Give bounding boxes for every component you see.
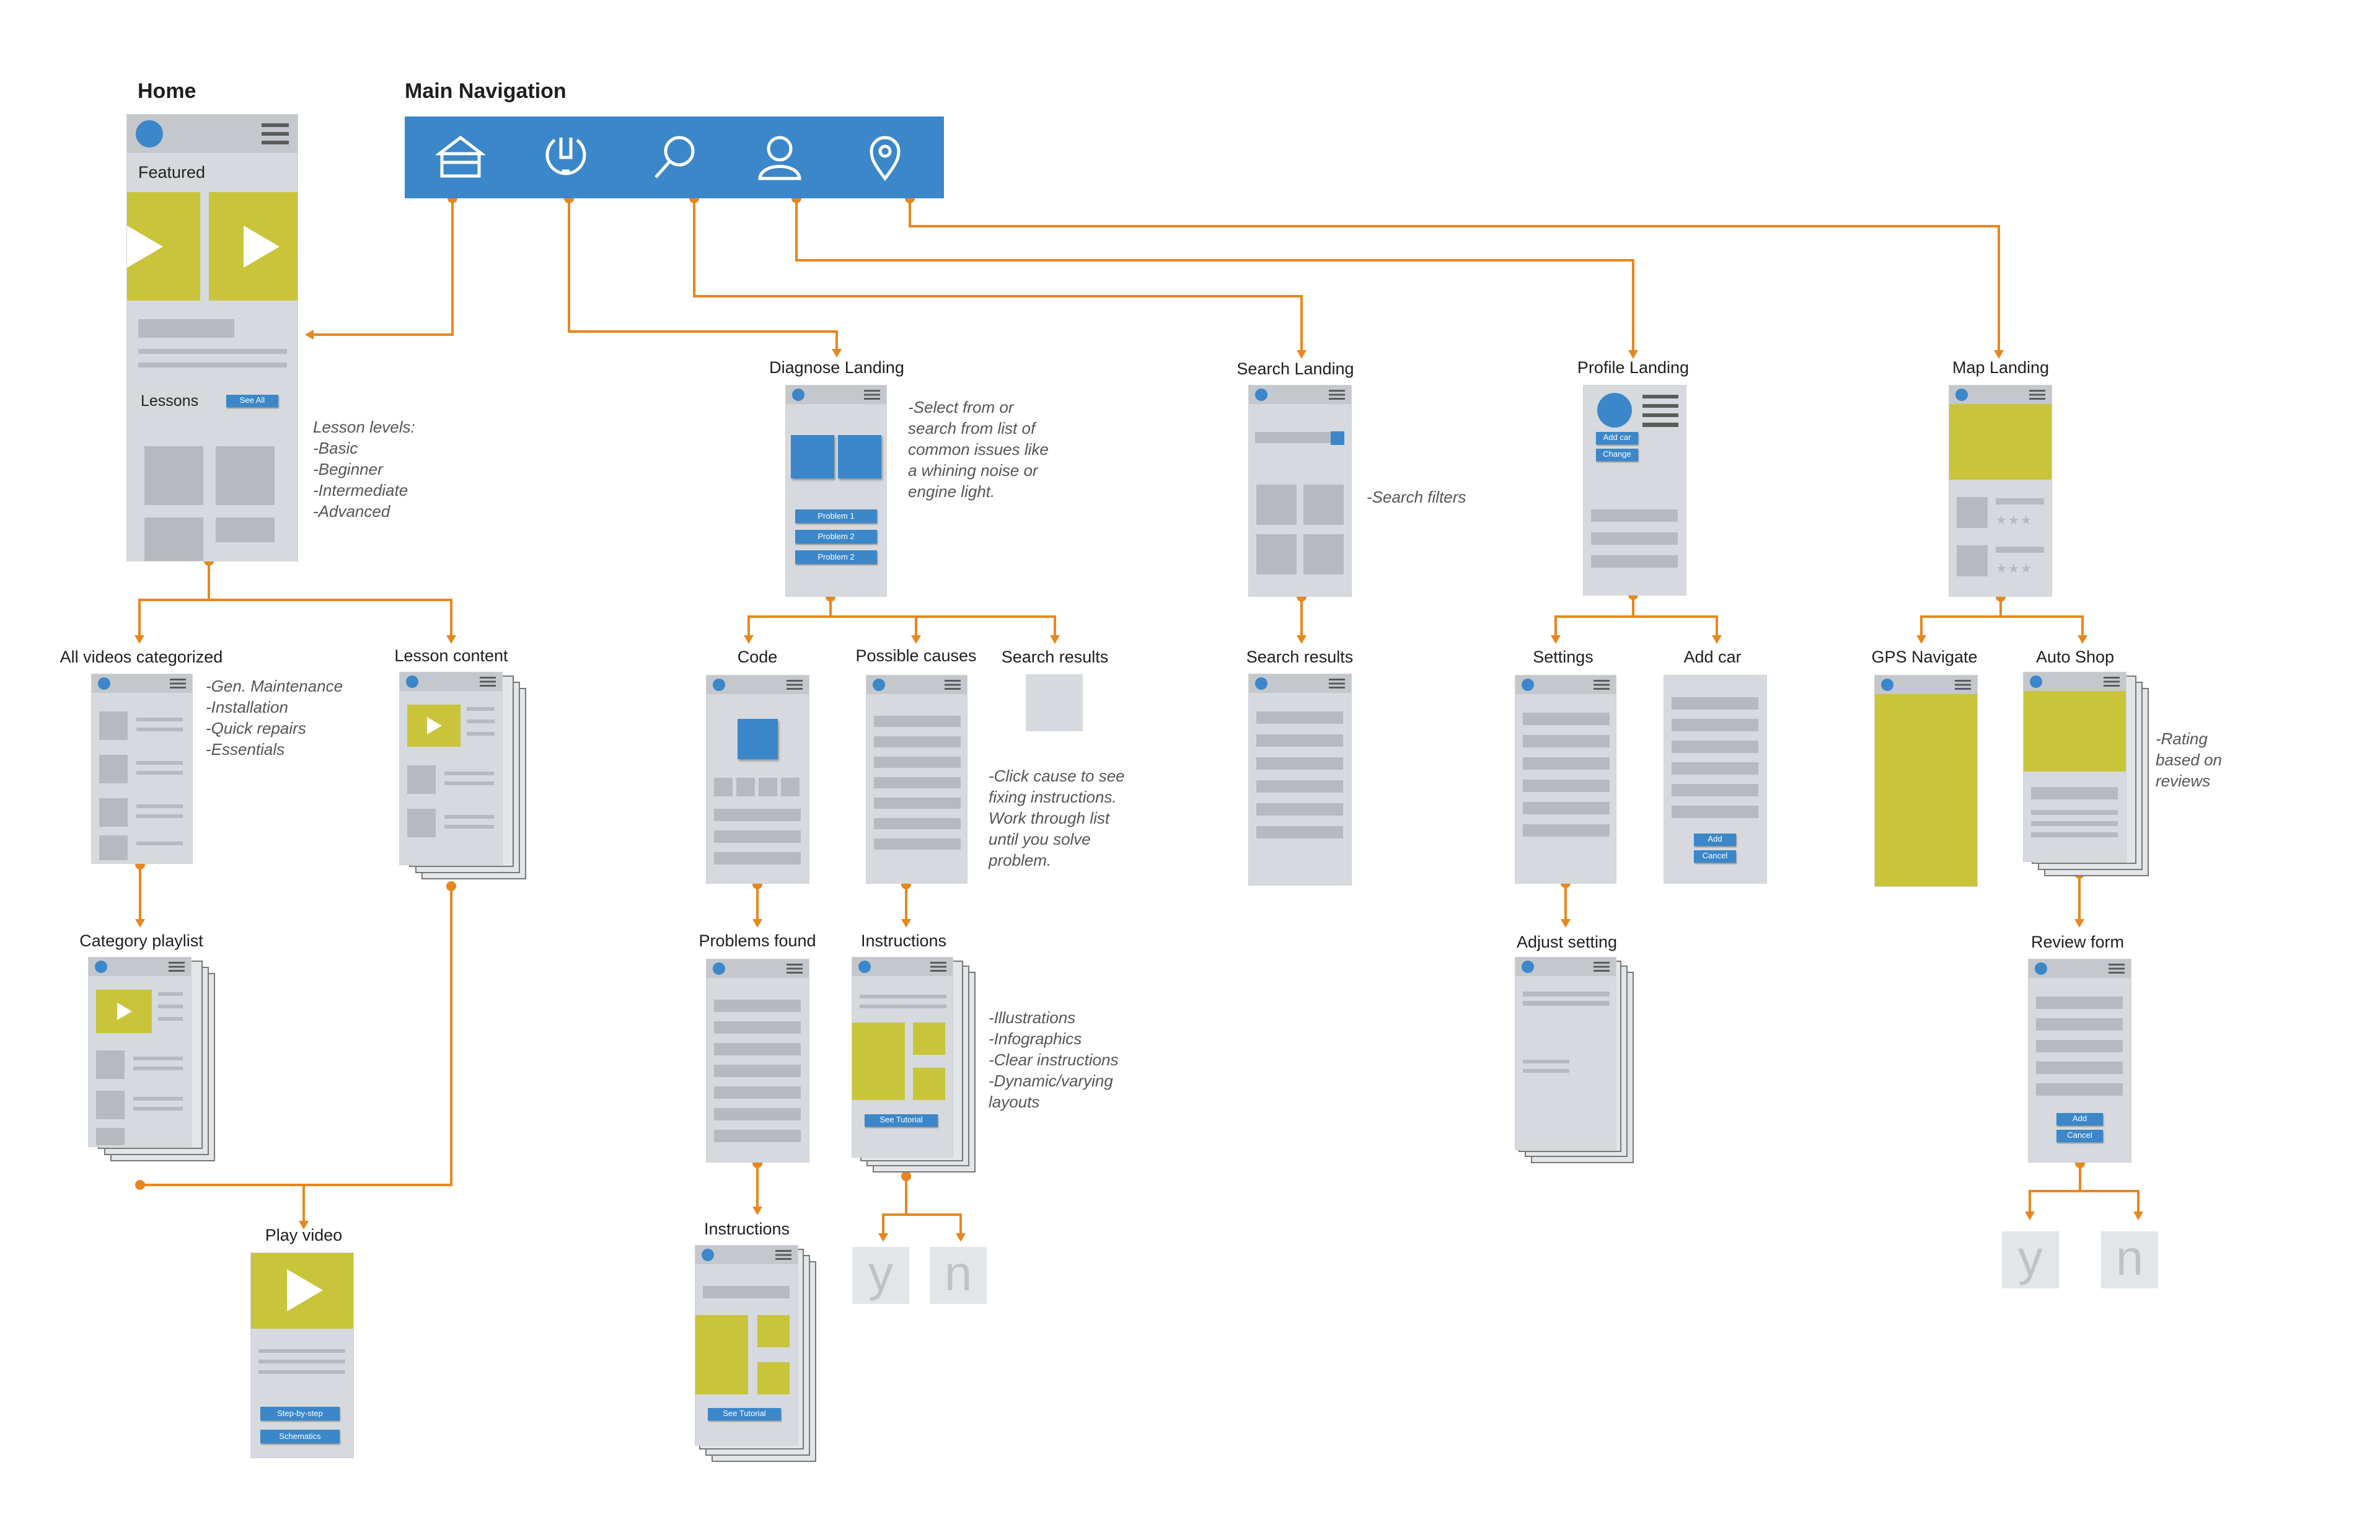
profile-avatar [1597,393,1632,428]
instructions-note: -Illustrations-Infographics-Clear instru… [989,1008,1119,1111]
add-car-label: Add car [1683,648,1742,666]
adjust-setting-screen[interactable] [1515,957,1616,1150]
gps-navigate-label: GPS Navigate [1871,648,1978,666]
search-filters-note: -Search filters [1367,488,1466,506]
problem-2-button[interactable]: Problem 2 [795,530,877,543]
avatar [136,120,163,147]
no-option[interactable]: n [930,1247,987,1304]
diagnose-search-results-label: Search results [1001,648,1109,666]
add-car-screen[interactable]: Add Cancel [1664,675,1766,883]
search-landing-screen[interactable] [1249,385,1351,596]
home-icon[interactable] [436,133,485,182]
review-cancel-button[interactable]: Cancel [2056,1130,2103,1142]
user-icon[interactable] [755,133,804,182]
search-icon[interactable] [650,133,699,182]
adjust-setting-label: Adjust setting [1516,933,1618,951]
main-navigation-heading: Main Navigation [405,79,566,103]
add-car-button[interactable]: Add car [1596,432,1638,444]
category-playlist-label: Category playlist [79,931,203,950]
home-screen: Featured Lessons See All [127,115,298,561]
play-video-screen[interactable]: Step-by-step Schematics [251,1253,353,1458]
settings-label: Settings [1533,648,1593,666]
all-videos-label: All videos categorized [60,648,223,666]
rating-stars: ★★★ [1996,514,2033,527]
profile-landing-label: Profile Landing [1577,358,1690,377]
search-results-label: Search results [1246,648,1354,666]
review-form-label: Review form [2030,933,2125,951]
diagnose-landing-screen[interactable]: Problem 1 Problem 2 Problem 2 [786,385,886,596]
lesson-content-label: Lesson content [394,646,508,665]
problem-3-button[interactable]: Problem 2 [795,550,877,564]
featured-label: Featured [138,163,206,182]
search-results-screen[interactable] [1249,674,1351,885]
yes-option[interactable]: y [852,1247,909,1304]
instructions-screen[interactable]: See Tutorial [852,957,953,1157]
review-add-button[interactable]: Add [2056,1113,2103,1125]
instructions-2-screen[interactable]: See Tutorial [695,1246,798,1445]
map-pin-icon[interactable] [860,133,910,182]
possible-causes-label: Possible causes [855,646,977,665]
possible-causes-screen[interactable] [866,675,967,883]
gps-navigate-screen[interactable] [1875,675,1977,886]
review-no-option[interactable]: n [2101,1231,2158,1288]
all-videos-screen[interactable] [92,674,192,863]
instructions-label: Instructions [860,931,947,950]
code-screen[interactable] [707,675,809,883]
wrench-icon[interactable] [541,133,591,182]
review-form-screen[interactable]: Add Cancel [2029,959,2131,1162]
play-icon [244,226,280,268]
instructions-2-label: Instructions [703,1220,790,1238]
problems-found-screen[interactable] [707,959,809,1162]
auto-shop-screen[interactable] [2024,672,2126,861]
featured-video-thumb[interactable] [209,192,298,301]
menu-icon[interactable] [262,123,289,144]
main-navigation-bar [405,117,944,198]
lessons-label: Lessons [141,392,199,410]
review-yes-option[interactable]: y [2002,1231,2059,1288]
home-heading: Home [138,79,196,103]
schematics-button[interactable]: Schematics [260,1430,340,1443]
profile-landing-screen[interactable]: Add car Change [1584,385,1686,595]
lesson-levels-note: Lesson levels:-Basic-Beginner-Intermedia… [313,418,415,521]
change-button[interactable]: Change [1596,449,1638,461]
map-landing-screen[interactable]: ★★★ ★★★ [1949,385,2052,596]
categories-note: -Gen. Maintenance-Installation-Quick rep… [206,677,343,759]
add-button[interactable]: Add [1694,834,1736,846]
lesson-content-screen[interactable] [400,672,502,865]
map-landing-label: Map Landing [1952,358,2050,377]
auto-shop-label: Auto Shop [2035,648,2115,666]
settings-screen[interactable] [1515,675,1616,883]
profile-details-icon [1642,395,1678,427]
see-tutorial-button[interactable]: See Tutorial [865,1114,938,1127]
cancel-button[interactable]: Cancel [1694,850,1736,863]
search-landing-label: Search Landing [1236,359,1354,378]
problems-found-label: Problems found [699,931,816,950]
rating-stars: ★★★ [1996,562,2033,576]
play-icon [287,1269,323,1311]
step-by-step-button[interactable]: Step-by-step [260,1407,340,1420]
featured-video-thumb[interactable] [127,192,200,301]
play-video-label: Play video [265,1226,343,1244]
code-label: Code [737,648,778,666]
diagnose-search-results-screen[interactable] [1026,674,1083,731]
diagnose-landing-label: Diagnose Landing [769,358,904,377]
see-all-button[interactable]: See All [226,395,278,407]
problem-1-button[interactable]: Problem 1 [795,509,877,523]
see-tutorial-2-button[interactable]: See Tutorial [708,1408,781,1420]
category-playlist-screen[interactable] [89,957,191,1146]
